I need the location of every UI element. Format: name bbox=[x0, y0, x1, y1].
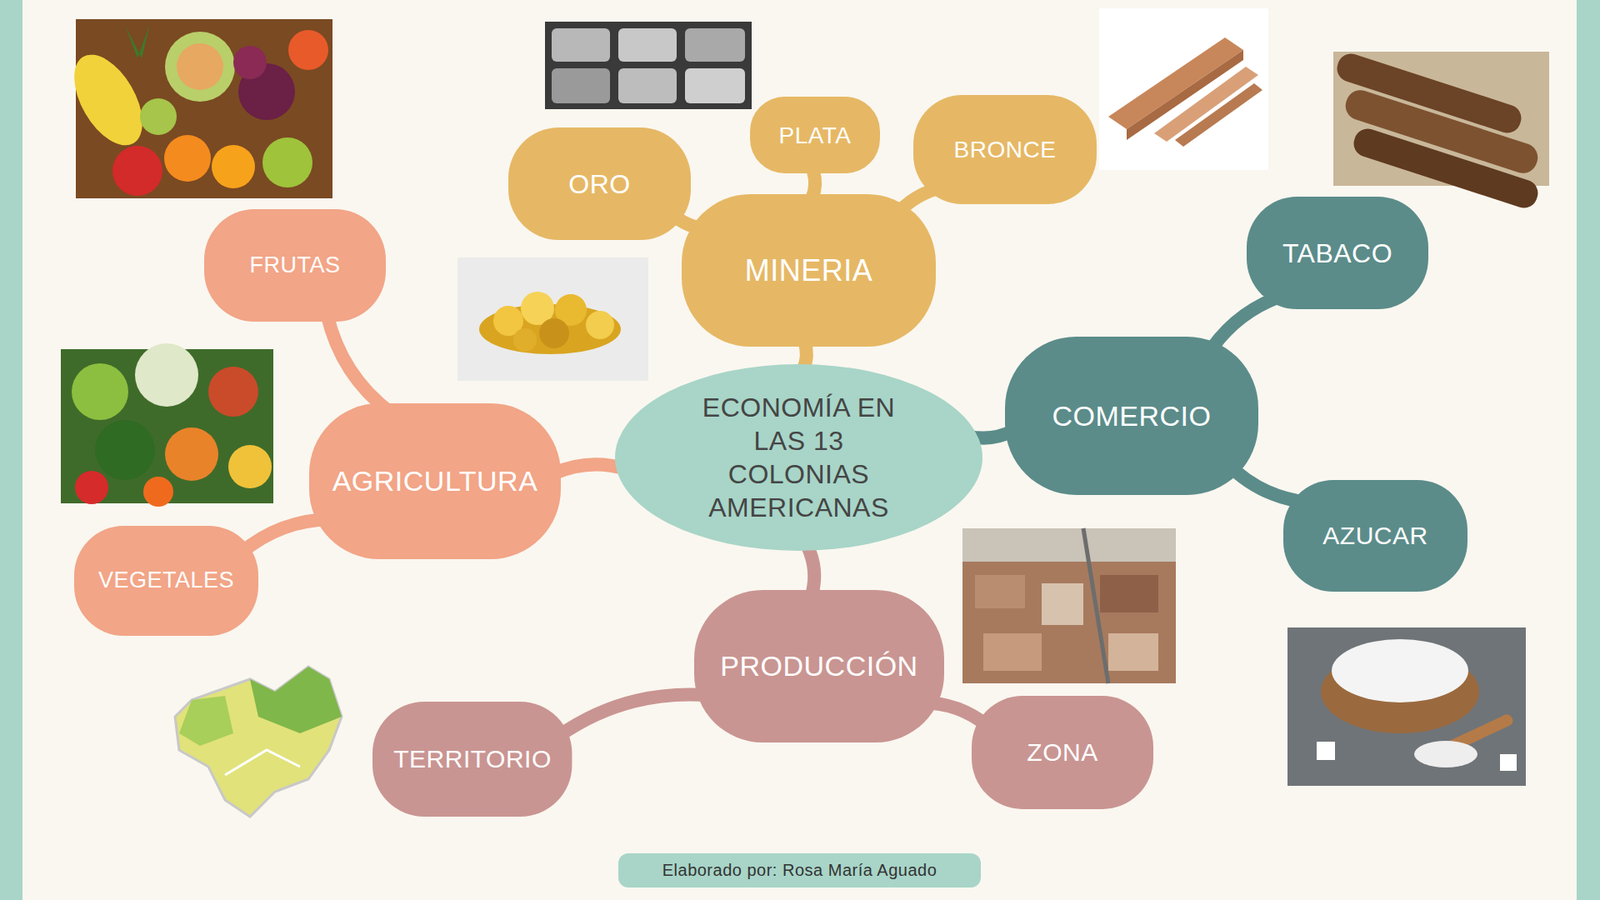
node-label: COMERCIO bbox=[1052, 398, 1212, 435]
vegetables-photo bbox=[60, 343, 274, 507]
fruit-photo bbox=[60, 19, 333, 199]
silver-bars-photo bbox=[545, 21, 752, 110]
node-label: AGRICULTURA bbox=[332, 463, 539, 500]
bronce-bars-photo bbox=[1099, 8, 1269, 170]
node-label: Elaborado por: Rosa María Aguado bbox=[662, 860, 938, 881]
topic-bubble: TABACO bbox=[1246, 196, 1429, 310]
node-label: AZUCAR bbox=[1322, 520, 1428, 552]
node-outline bbox=[1246, 196, 1429, 310]
node-outline bbox=[681, 194, 936, 347]
city-aerial-photo bbox=[962, 528, 1176, 684]
topic-bubble: ZONA bbox=[971, 695, 1154, 810]
topic-bubble: ORO bbox=[508, 127, 691, 240]
node-outline bbox=[309, 403, 561, 560]
node-outline bbox=[694, 590, 945, 743]
node-label: FRUTAS bbox=[250, 251, 341, 280]
node-outline bbox=[971, 695, 1154, 810]
branch-connector bbox=[240, 519, 333, 554]
topic-bubble: PRODUCCIÓN bbox=[694, 590, 945, 743]
central-topic: ECONOMÍA EN LAS 13 COLONIAS AMERICANAS bbox=[615, 364, 983, 551]
node-outline bbox=[1005, 336, 1259, 495]
node-outline bbox=[913, 95, 1097, 205]
node-label: ORO bbox=[568, 167, 630, 201]
topic-bubble: AGRICULTURA bbox=[309, 403, 561, 560]
node-label: MINERIA bbox=[745, 251, 874, 290]
topic-bubble: BRONCE bbox=[913, 95, 1097, 205]
topic-bubble: PLATA bbox=[750, 96, 880, 174]
node-label: ECONOMÍA EN LAS 13 COLONIAS AMERICANAS bbox=[695, 390, 904, 525]
branch-connector bbox=[807, 545, 815, 594]
cigars-photo bbox=[1333, 50, 1550, 211]
node-label: TABACO bbox=[1282, 236, 1393, 270]
side-band bbox=[0, 0, 23, 900]
node-label: PRODUCCIÓN bbox=[720, 648, 918, 685]
topic-bubble: MINERIA bbox=[681, 194, 936, 347]
node-outline bbox=[204, 209, 386, 322]
branch-connector bbox=[558, 694, 710, 736]
node-shape bbox=[615, 364, 983, 551]
topic-bubble: TERRITORIO bbox=[372, 701, 572, 817]
node-outline bbox=[618, 853, 981, 888]
topic-bubble: COMERCIO bbox=[1005, 336, 1259, 495]
topic-bubble: FRUTAS bbox=[204, 209, 386, 322]
node-outline bbox=[372, 701, 572, 817]
branch-connector bbox=[812, 171, 816, 199]
territory-map-icon bbox=[175, 666, 342, 817]
node-label: BRONCE bbox=[954, 135, 1057, 165]
credit-badge: Elaborado por: Rosa María Aguado bbox=[618, 853, 981, 888]
node-outline bbox=[1283, 480, 1468, 592]
node-label: PLATA bbox=[778, 120, 851, 150]
sugar-bowl-photo bbox=[1287, 627, 1526, 786]
node-outline bbox=[508, 127, 691, 240]
gold-nuggets-photo bbox=[457, 257, 649, 381]
node-outline bbox=[750, 96, 880, 174]
branch-connector bbox=[327, 315, 391, 413]
node-label: TERRITORIO bbox=[393, 743, 551, 775]
branch-connector bbox=[554, 464, 626, 474]
node-label: ZONA bbox=[1026, 736, 1098, 769]
topic-bubble: AZUCAR bbox=[1283, 480, 1468, 592]
node-outline bbox=[74, 525, 259, 636]
node-label: VEGETALES bbox=[98, 566, 235, 595]
side-band bbox=[1576, 0, 1600, 900]
node-outline bbox=[615, 364, 983, 551]
topic-bubble: VEGETALES bbox=[74, 525, 259, 636]
